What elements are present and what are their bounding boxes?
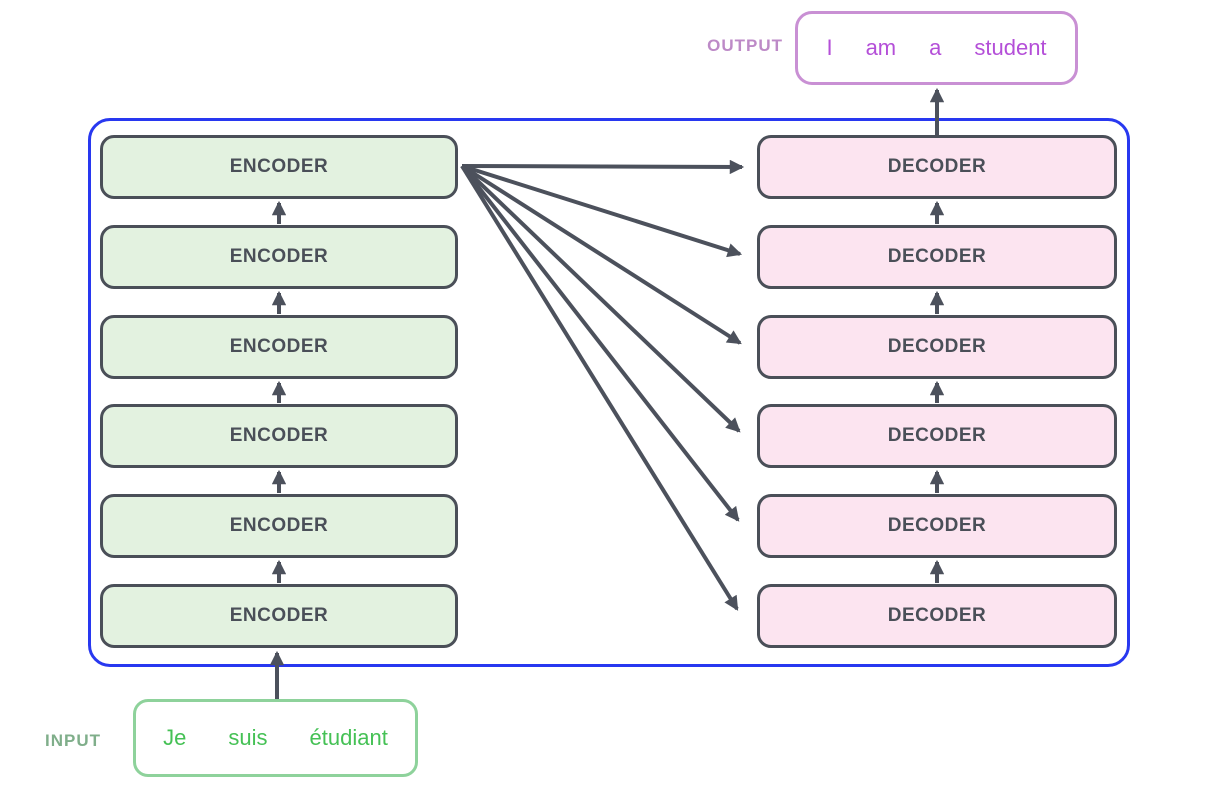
decoder-box-4: DECODER — [757, 404, 1117, 468]
output-word: student — [974, 35, 1047, 60]
input-word: suis — [228, 725, 268, 750]
decoder-box-2: DECODER — [757, 225, 1117, 289]
arrow-encoder-to-decoder-4 — [460, 164, 741, 433]
decoder-label: DECODER — [887, 425, 987, 446]
arrow-encoder-to-decoder-6 — [460, 164, 739, 611]
decoder-box-5: DECODER — [757, 494, 1117, 558]
output-word: a — [929, 35, 942, 60]
encoder-label: ENCODER — [229, 605, 329, 626]
decoder-label: DECODER — [887, 605, 987, 626]
decoder-label: DECODER — [887, 336, 987, 357]
encoder-label: ENCODER — [229, 156, 329, 177]
encoder-box-2: ENCODER — [100, 225, 458, 289]
encoder-label: ENCODER — [229, 336, 329, 357]
arrow-encoder-to-decoder-2 — [461, 164, 743, 258]
encoder-label: ENCODER — [229, 425, 329, 446]
input-sentence-box: Je suis étudiant — [133, 699, 418, 777]
decoder-label: DECODER — [887, 515, 987, 536]
decoder-box-6: DECODER — [757, 584, 1117, 648]
encoder-box-4: ENCODER — [100, 404, 458, 468]
decoder-box-1: DECODER — [757, 135, 1117, 199]
arrow-encoder-to-decoder-1 — [461, 159, 745, 175]
input-word: étudiant — [309, 725, 388, 750]
decoder-label: DECODER — [887, 246, 987, 267]
output-sentence-box: I am a student — [795, 11, 1078, 85]
encoder-box-5: ENCODER — [100, 494, 458, 558]
encoder-box-6: ENCODER — [100, 584, 458, 648]
encoder-box-1: ENCODER — [100, 135, 458, 199]
decoder-box-3: DECODER — [757, 315, 1117, 379]
output-label: OUTPUT — [707, 36, 783, 55]
output-word: am — [865, 35, 897, 60]
decoder-label: DECODER — [887, 156, 987, 177]
encoder-label: ENCODER — [229, 246, 329, 267]
encoder-decoder-container — [88, 118, 1130, 667]
input-label: INPUT — [45, 731, 101, 750]
encoder-label: ENCODER — [229, 515, 329, 536]
encoder-box-3: ENCODER — [100, 315, 458, 379]
output-word: I — [826, 35, 833, 60]
arrow-encoder-to-decoder-5 — [460, 164, 740, 522]
input-word: Je — [163, 725, 187, 750]
arrow-encoder-to-decoder-3 — [460, 164, 742, 345]
